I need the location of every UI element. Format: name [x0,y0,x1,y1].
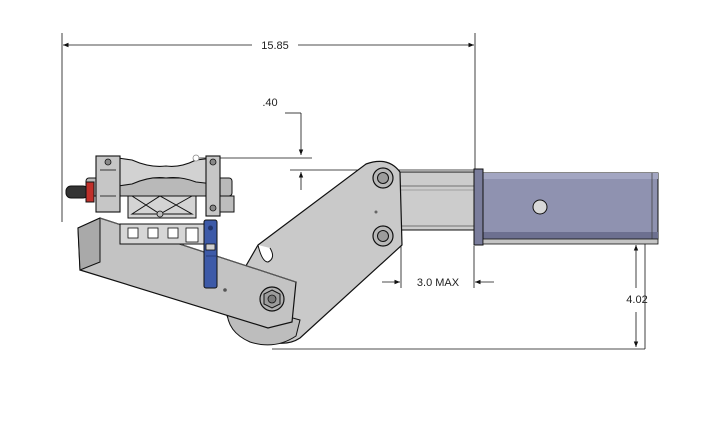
dimension-label-height: 4.02 [626,294,647,306]
swing-arm [77,217,297,329]
latch-arm [203,219,218,289]
release-knob [65,181,95,203]
hitch-pin-hole [532,199,548,215]
dimension-label-extension: 3.0 MAX [417,277,460,289]
dimension-height: 4.02 [272,243,648,350]
slide-bar [394,171,478,231]
roller-assembly [85,154,235,217]
dimension-overall-length: 15.85 [61,33,476,222]
dimension-label-offset: .40 [262,97,277,109]
dimension-label-length: 15.85 [261,40,289,52]
dimension-extension: 3.0 MAX [382,246,494,289]
receiver-tube [473,168,659,246]
bracket-frame [119,189,211,245]
